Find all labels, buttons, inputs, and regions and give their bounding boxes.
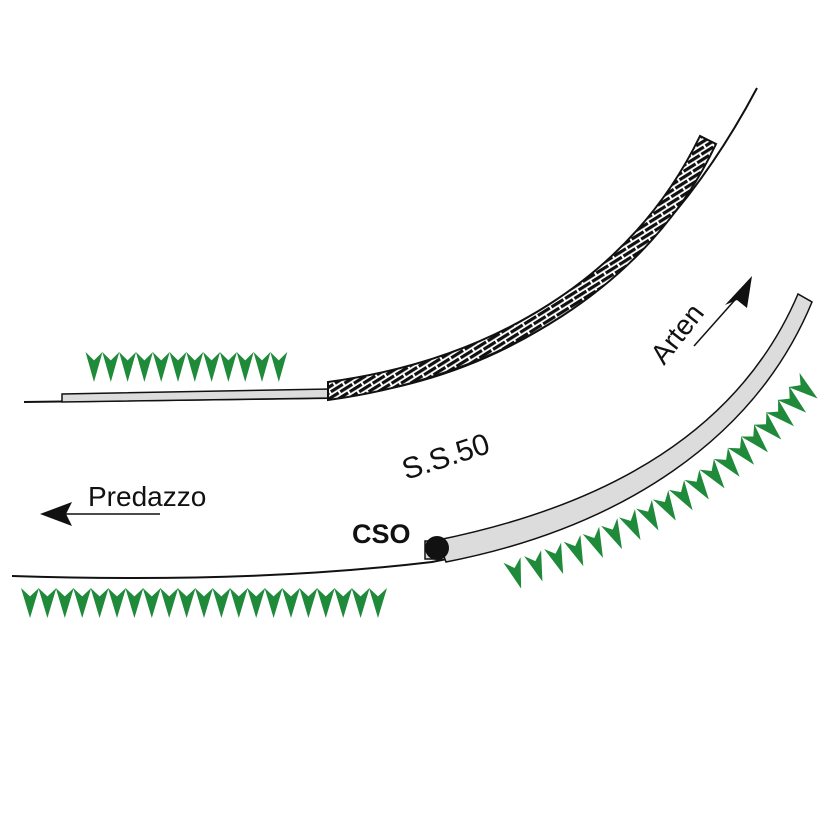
vegetation-tuft xyxy=(369,588,387,618)
vegetation-tuft xyxy=(160,588,179,618)
vegetation-tuft xyxy=(135,352,153,382)
upper-barrier-strip xyxy=(61,388,331,403)
vegetation-tuft xyxy=(563,534,584,567)
vegetation-tuft xyxy=(316,588,335,618)
cso-label: CSO xyxy=(352,519,411,549)
vegetation-tuft xyxy=(195,588,213,618)
vegetation-tuft xyxy=(186,352,204,382)
vegetation-lower-right xyxy=(503,372,818,589)
vegetation-tuft xyxy=(90,588,109,618)
vegetation-tuft xyxy=(236,352,254,382)
vegetation-tuft xyxy=(125,588,144,618)
vegetation-tuft xyxy=(299,588,318,618)
vegetation-tuft xyxy=(636,499,659,531)
vegetation-tuft xyxy=(503,557,522,589)
vegetation-tuft xyxy=(119,352,137,382)
vegetation-tuft xyxy=(765,399,795,427)
vegetation-lower-left xyxy=(21,588,387,618)
vegetation-tuft xyxy=(524,550,543,582)
vegetation-tuft xyxy=(282,588,300,618)
vegetation-tuft xyxy=(169,352,187,382)
road-label: S.S.50 xyxy=(398,427,494,486)
vegetation-tuft xyxy=(684,469,709,500)
vegetation-tuft xyxy=(699,458,725,489)
vegetation-tuft xyxy=(753,411,782,440)
vegetation-tuft xyxy=(219,352,237,382)
vegetation-tuft xyxy=(85,352,103,382)
vegetation-tuft xyxy=(351,588,370,618)
vegetation-tuft xyxy=(108,588,126,618)
vegetation-tuft xyxy=(668,480,693,511)
vegetation-tuft xyxy=(203,352,221,382)
vegetation-tuft xyxy=(21,588,39,618)
arten-label: Arten xyxy=(644,298,710,370)
vegetation-tuft xyxy=(73,588,92,618)
vegetation-tuft xyxy=(177,588,196,618)
vegetation-tuft xyxy=(38,588,57,618)
vegetation-tuft xyxy=(102,352,120,382)
vegetation-tuft xyxy=(727,436,755,465)
cso-point xyxy=(425,536,449,560)
vegetation-tuft xyxy=(601,518,623,550)
predazzo-label: Predazzo xyxy=(88,481,206,512)
vegetation-tuft xyxy=(264,588,283,618)
vegetation-tuft xyxy=(142,588,161,618)
lower-barrier-strip xyxy=(436,292,813,563)
vegetation-tuft xyxy=(582,526,603,558)
vegetation-tuft xyxy=(544,542,564,575)
vegetation-tuft xyxy=(55,588,74,618)
vegetation-tuft xyxy=(152,352,170,382)
vegetation-tuft xyxy=(740,424,768,453)
vegetation-tuft xyxy=(788,372,818,399)
vegetation-tuft xyxy=(270,352,288,382)
vegetation-tuft xyxy=(253,352,271,382)
vegetation-tuft xyxy=(713,447,740,477)
vegetation-tuft xyxy=(777,386,807,413)
retaining-wall xyxy=(327,134,718,402)
vegetation-tuft xyxy=(247,588,266,618)
arten-arrow xyxy=(693,276,752,347)
vegetation-tuft xyxy=(212,588,231,618)
vegetation-tuft xyxy=(229,588,248,618)
vegetation-tuft xyxy=(652,490,676,521)
vegetation-tuft xyxy=(334,588,353,618)
vegetation-tuft xyxy=(618,509,641,541)
vegetation-upper-left xyxy=(85,352,288,382)
predazzo-arrow xyxy=(40,502,160,526)
